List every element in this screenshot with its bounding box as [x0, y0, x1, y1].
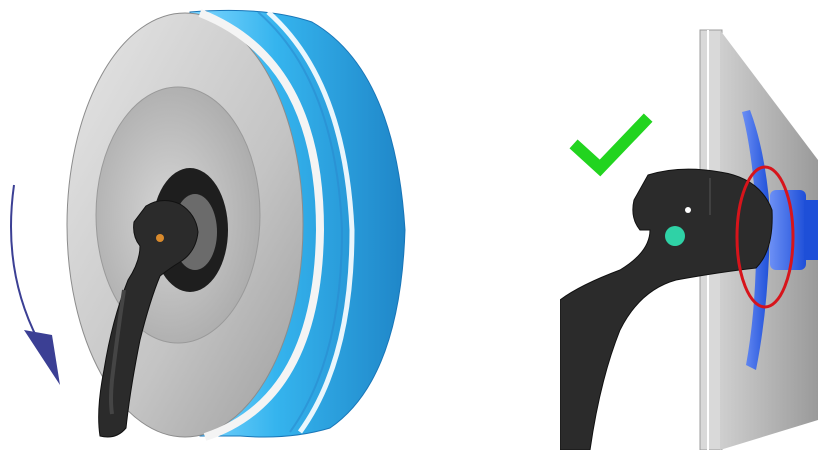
lever-pin-teal — [665, 226, 685, 246]
rotate-counterclockwise-arrow-icon — [11, 185, 60, 385]
lever-pin — [156, 234, 164, 242]
hose-reel-illustration — [0, 0, 440, 450]
checkmark-icon — [578, 122, 644, 168]
lever-closeup-svg — [560, 0, 818, 450]
lever-closeup-illustration — [560, 0, 818, 450]
lever-hole — [685, 207, 691, 213]
hose-reel-svg — [0, 0, 440, 450]
